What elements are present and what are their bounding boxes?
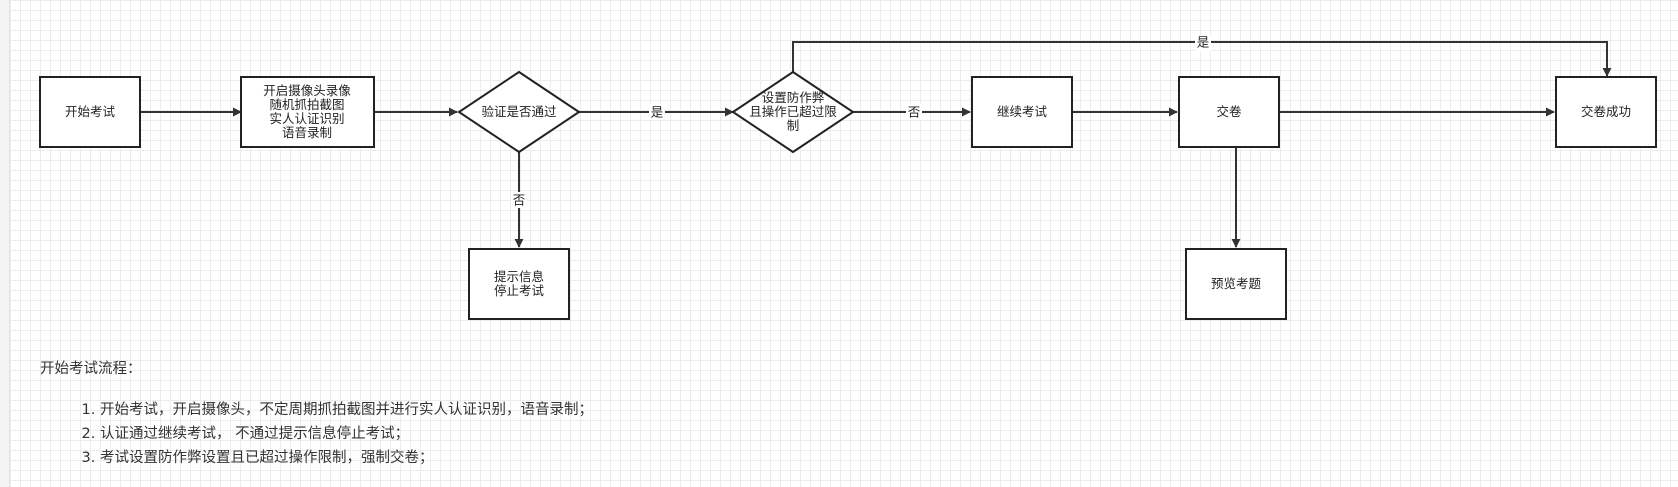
svg-text:提示信息停止考试: 提示信息停止考试 [494, 269, 545, 298]
node-submit: 交卷 [1178, 76, 1280, 148]
node-label-line: 设置防作弊 [762, 90, 825, 105]
node-preview-questions: 预览考题 [1185, 248, 1287, 320]
node-camera-recording: 开启摄像头录像随机抓拍截图实人认证识别语音录制 [240, 76, 375, 148]
svg-text:是: 是 [651, 105, 664, 120]
node-label-line: 实人认证识别 [269, 111, 344, 126]
svg-text:交卷: 交卷 [1216, 104, 1242, 119]
edge-label-anticheat-yes: 是 [1195, 35, 1211, 51]
svg-text:开始考试: 开始考试 [65, 104, 116, 119]
notes-list: 开始考试，开启摄像头，不定周期抓拍截图并进行实人认证识别，语音录制； 认证通过继… [40, 398, 593, 470]
node-label-line: 预览考题 [1211, 276, 1262, 291]
node-label-line: 开始考试 [65, 104, 116, 119]
node-label-line: 继续考试 [997, 104, 1048, 119]
node-label-line: 随机抓拍截图 [269, 97, 344, 112]
edge-label-verify-no: 否 [511, 192, 527, 208]
node-label-line: 交卷成功 [1581, 104, 1631, 119]
node-anticheat-decision: 设置防作弊且操作已超过限制 [731, 70, 855, 154]
node-label-line: 开启摄像头录像 [263, 83, 351, 98]
process-notes: 开始考试流程： 开始考试，开启摄像头，不定周期抓拍截图并进行实人认证识别，语音录… [40, 357, 593, 470]
node-label-line: 提示信息 [494, 269, 544, 284]
svg-text:继续考试: 继续考试 [997, 104, 1048, 119]
notes-title: 开始考试流程： [40, 361, 142, 377]
svg-text:否: 否 [908, 105, 921, 120]
node-continue-exam: 继续考试 [971, 76, 1073, 148]
list-item: 认证通过继续考试， 不通过提示信息停止考试； [100, 422, 593, 446]
svg-text:预览考题: 预览考题 [1211, 276, 1262, 291]
svg-text:设置防作弊且操作已超过限制: 设置防作弊且操作已超过限制 [749, 90, 837, 133]
node-label-line: 且操作已超过限 [749, 104, 837, 119]
node-label-line: 验证是否通过 [481, 104, 557, 119]
node-label-line: 制 [787, 118, 800, 133]
node-verify-decision: 验证是否通过 [457, 70, 581, 154]
edge-label-anticheat-no: 否 [906, 104, 922, 120]
list-item: 开始考试，开启摄像头，不定周期抓拍截图并进行实人认证识别，语音录制； [100, 398, 593, 422]
node-label-line: 语音录制 [282, 125, 332, 140]
svg-text:是: 是 [1197, 35, 1210, 50]
node-start-exam: 开始考试 [39, 76, 141, 148]
node-label-line: 停止考试 [494, 283, 545, 298]
node-stop-exam: 提示信息停止考试 [468, 248, 570, 320]
edge-label-verify-yes: 是 [649, 104, 665, 120]
svg-text:交卷成功: 交卷成功 [1581, 104, 1631, 119]
node-submit-success: 交卷成功 [1555, 76, 1657, 148]
canvas-left-margin [0, 0, 10, 487]
svg-text:验证是否通过: 验证是否通过 [481, 104, 557, 119]
svg-text:否: 否 [513, 193, 526, 208]
node-label-line: 交卷 [1216, 104, 1242, 119]
list-item: 考试设置防作弊设置且已超过操作限制，强制交卷； [100, 446, 593, 470]
svg-text:开启摄像头录像随机抓拍截图实人认证识别语音录制: 开启摄像头录像随机抓拍截图实人认证识别语音录制 [263, 83, 351, 140]
